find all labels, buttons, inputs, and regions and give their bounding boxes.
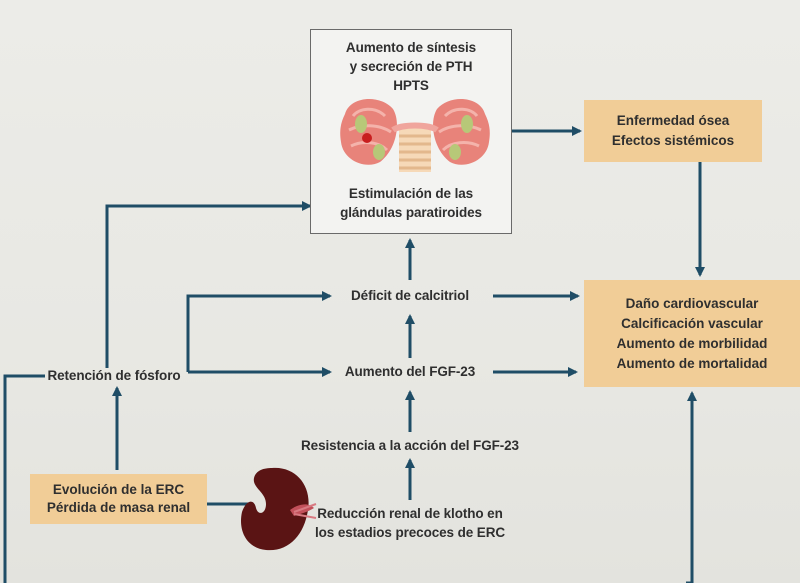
phosphorus-retention-label: Retención de fósforo <box>44 366 184 385</box>
parathyroid-illustration <box>340 98 490 172</box>
erc-line-2: Pérdida de masa renal <box>46 500 191 515</box>
stimulation-line-1: Estimulación de las <box>348 186 474 201</box>
cardiovascular-box: Daño cardiovascular Calcificación vascul… <box>584 280 800 387</box>
phosphorus-text: Retención de fósforo <box>47 368 181 383</box>
pth-title: Aumento de síntesis y secreción de PTH H… <box>311 38 511 95</box>
erc-box: Evolución de la ERC Pérdida de masa rena… <box>30 474 207 524</box>
parathyroid-stimulation: Estimulación de las glándulas paratiroid… <box>311 184 511 222</box>
cardio-line-2: Calcificación vascular <box>621 315 763 331</box>
line-left-frame <box>3 374 45 583</box>
cardio-line-4: Aumento de mortalidad <box>616 355 768 371</box>
bone-disease-box: Enfermedad ósea Efectos sistémicos <box>584 100 762 162</box>
klotho-line-2: los estadios precoces de ERC <box>314 525 506 540</box>
fgf-increase-text: Aumento del FGF-23 <box>344 364 476 379</box>
stimulation-line-2: glándulas paratiroides <box>340 205 482 220</box>
arrow-bottom-to-cardio <box>686 391 697 583</box>
arrow-phosphorus-to-parathyroid <box>105 201 312 368</box>
calcitriol-text: Déficit de calcitriol <box>351 288 469 303</box>
bone-line-1: Enfermedad ósea <box>616 113 730 128</box>
pth-line-2: y secreción de PTH <box>349 59 473 74</box>
bone-line-2: Efectos sistémicos <box>611 133 735 148</box>
arrow-bracket-to-calcitriol <box>186 291 332 372</box>
cardio-line-1: Daño cardiovascular <box>625 295 759 311</box>
fgf-resistance-text: Resistencia a la acción del FGF-23 <box>301 438 519 453</box>
pth-line-3: HPTS <box>393 78 429 93</box>
fgf23-increase-label: Aumento del FGF-23 <box>330 362 490 381</box>
erc-line-1: Evolución de la ERC <box>52 482 185 497</box>
klotho-reduction-label: Reducción renal de klotho en los estadio… <box>314 504 506 542</box>
parathyroid-box: Aumento de síntesis y secreción de PTH H… <box>310 29 512 234</box>
klotho-line-1: Reducción renal de klotho en <box>317 506 503 521</box>
calcitriol-deficit-label: Déficit de calcitriol <box>330 286 490 305</box>
fgf23-resistance-label: Resistencia a la acción del FGF-23 <box>300 436 520 455</box>
cardio-line-3: Aumento de morbilidad <box>616 335 768 351</box>
kidney-illustration <box>241 467 317 551</box>
pth-line-1: Aumento de síntesis <box>345 40 477 55</box>
